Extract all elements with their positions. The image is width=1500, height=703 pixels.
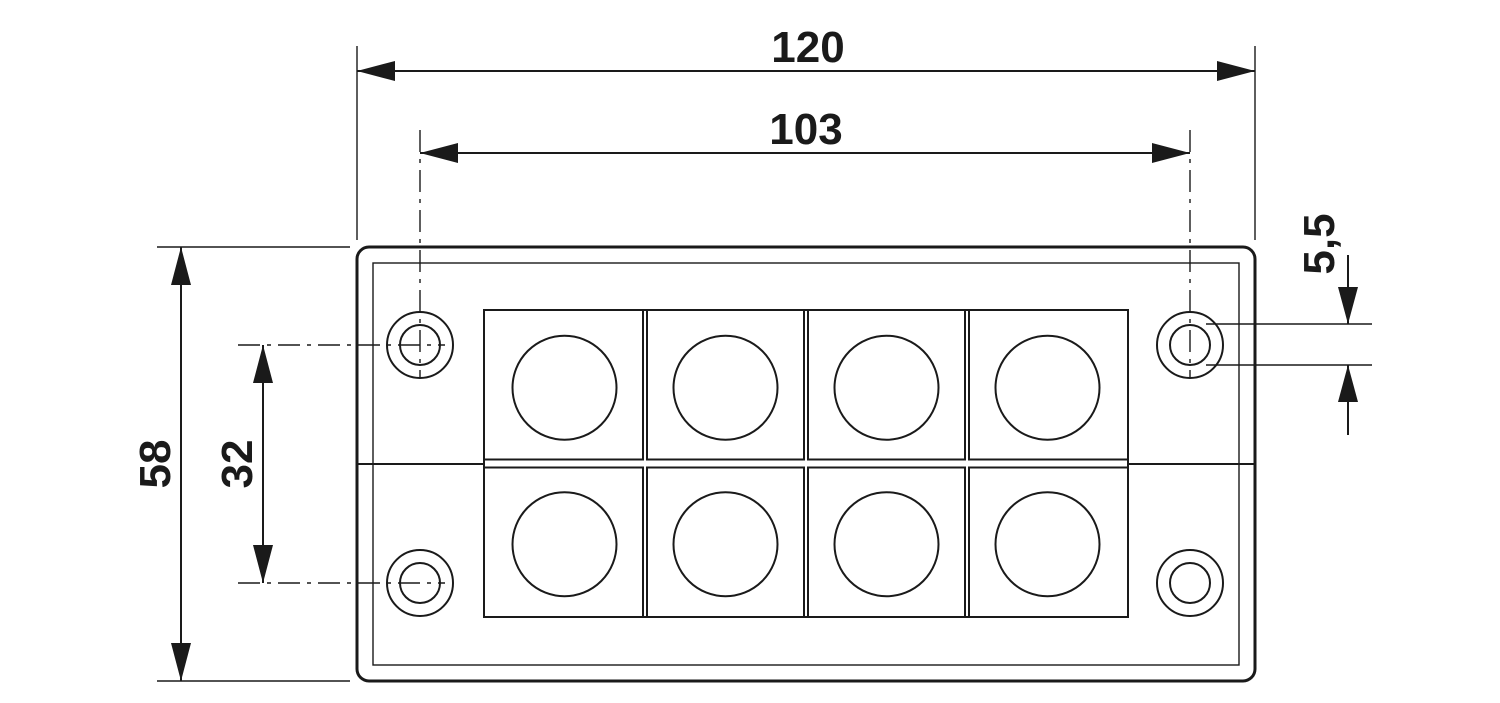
arrowhead bbox=[253, 545, 273, 583]
insert-block bbox=[483, 309, 644, 461]
insert-block bbox=[646, 466, 805, 618]
dimension-label-103: 103 bbox=[769, 105, 842, 154]
cable-hole bbox=[833, 491, 940, 598]
cable-hole bbox=[511, 334, 618, 441]
centerlines bbox=[238, 130, 1191, 584]
cable-hole bbox=[511, 491, 618, 598]
frame-outline bbox=[355, 245, 1257, 683]
insert-block bbox=[968, 466, 1129, 618]
mounting-hole-bottom-right-rim bbox=[1156, 549, 1224, 617]
dimension-label-58: 58 bbox=[131, 440, 180, 489]
frame bbox=[355, 245, 1257, 683]
arrowhead bbox=[1152, 143, 1190, 163]
arrowhead bbox=[420, 143, 458, 163]
cable-hole bbox=[672, 334, 779, 441]
arrowhead bbox=[253, 345, 273, 383]
dimension-label-120: 120 bbox=[771, 23, 844, 72]
insert-block bbox=[968, 309, 1129, 461]
arrowhead bbox=[357, 61, 395, 81]
dimension-120: 120 bbox=[356, 23, 1256, 240]
mounting-hole-bottom-right bbox=[1169, 562, 1211, 604]
mounting-hole-top-right bbox=[1169, 324, 1211, 366]
insert-block bbox=[807, 309, 966, 461]
cable-hole bbox=[994, 334, 1101, 441]
dimension-5-5: 5,5 bbox=[1206, 213, 1372, 435]
dimension-label-32: 32 bbox=[213, 440, 262, 489]
insert-block bbox=[646, 309, 805, 461]
arrowhead bbox=[171, 643, 191, 681]
dimension-58: 58 bbox=[131, 246, 350, 682]
insert-block bbox=[483, 466, 644, 618]
cable-hole bbox=[672, 491, 779, 598]
arrowhead bbox=[1217, 61, 1255, 81]
arrowhead bbox=[1338, 365, 1358, 402]
insert-grid-outline bbox=[483, 309, 1129, 618]
cable-hole bbox=[833, 334, 940, 441]
dimension-label-5-5: 5,5 bbox=[1295, 213, 1344, 274]
frame-inner-edge bbox=[372, 262, 1240, 666]
insert-grid bbox=[483, 309, 1129, 618]
dimension-32: 32 bbox=[213, 345, 273, 583]
arrowhead bbox=[1338, 287, 1358, 324]
dimension-103: 103 bbox=[420, 105, 1190, 163]
insert-block bbox=[807, 466, 966, 618]
cable-hole bbox=[994, 491, 1101, 598]
arrowhead bbox=[171, 247, 191, 285]
